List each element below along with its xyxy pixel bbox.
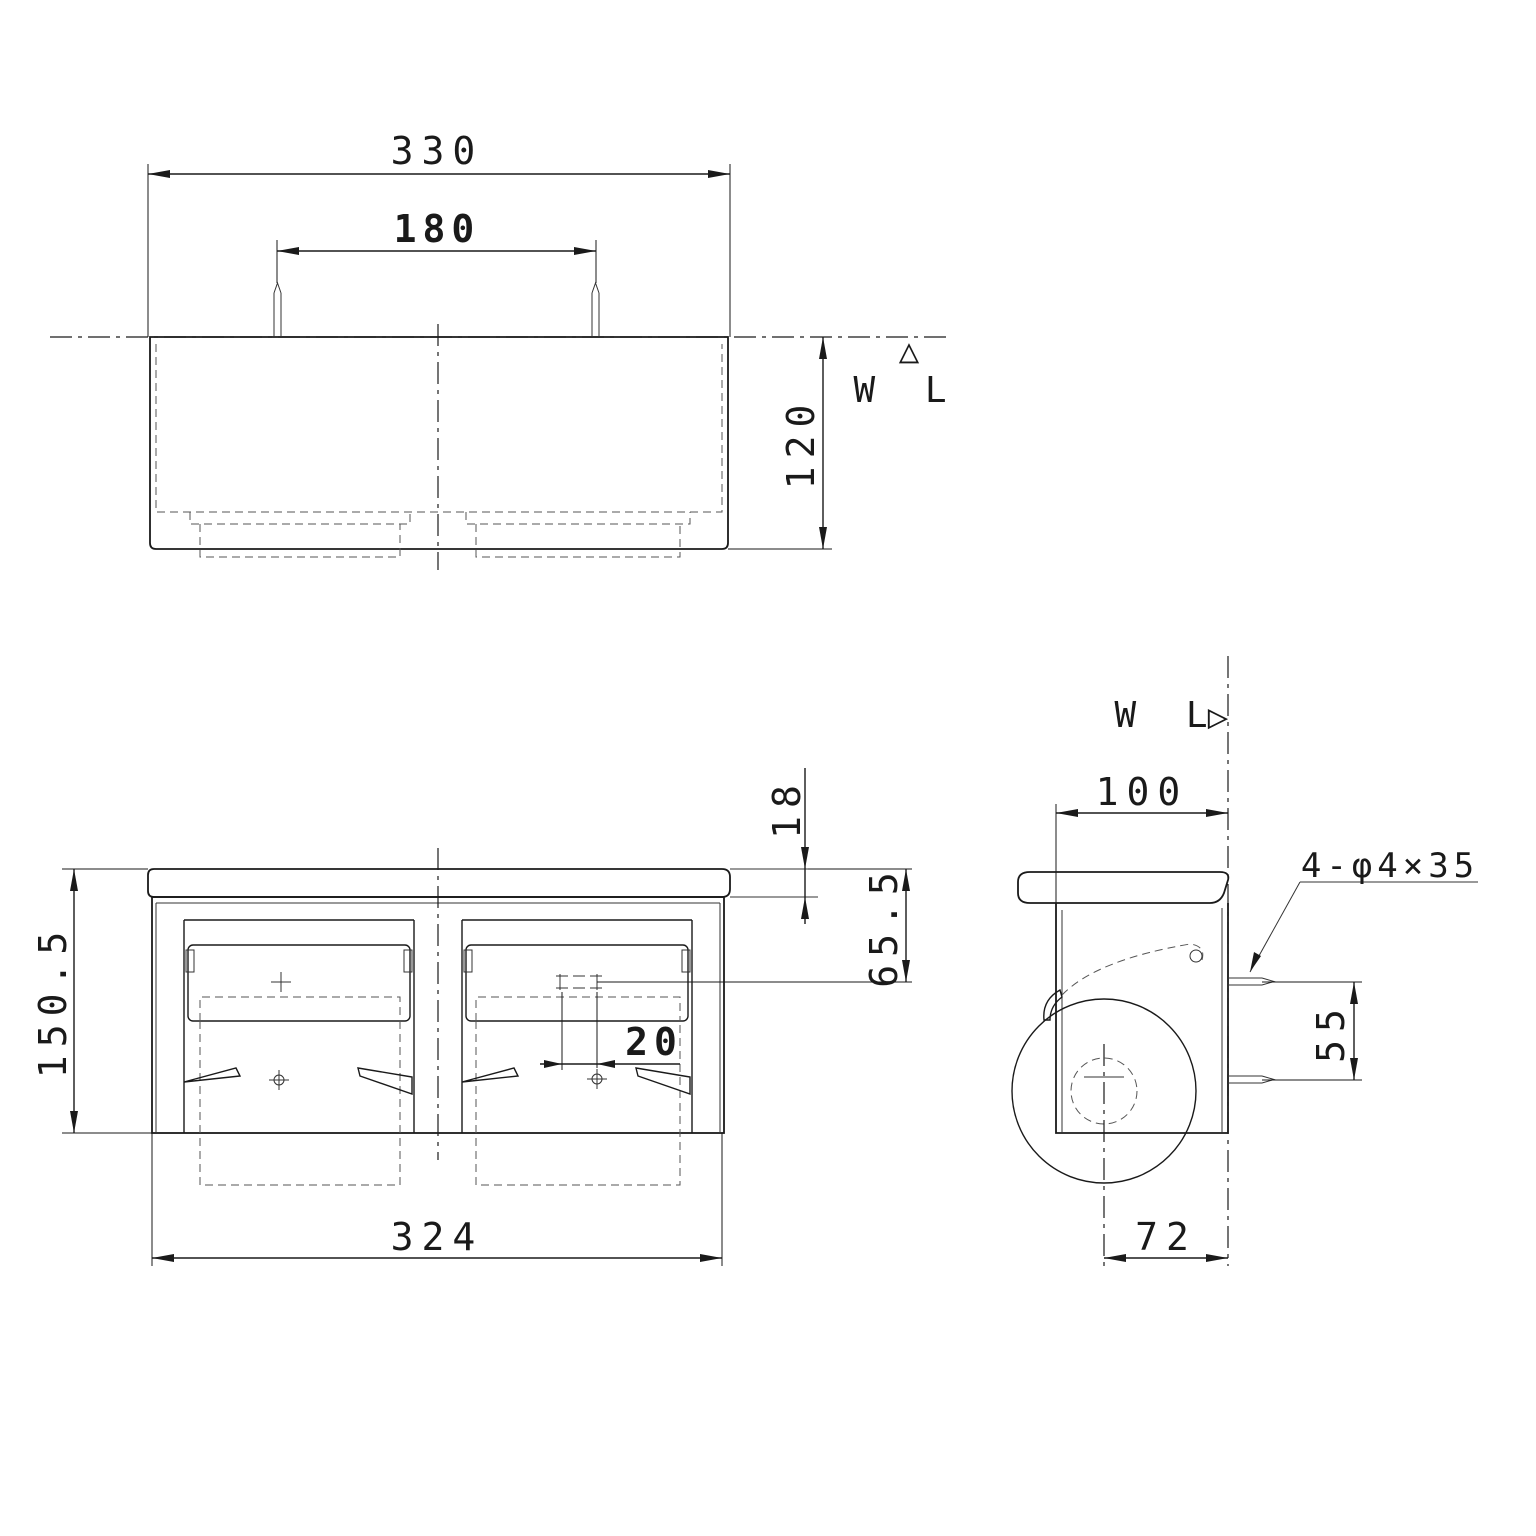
- side-roll-core: [1070, 1057, 1138, 1125]
- top-view-hidden-roll-right: [465, 512, 691, 525]
- dim-shelf-thickness-label: 18: [765, 777, 809, 839]
- front-cover-left: [185, 944, 413, 1022]
- dim-screw-pitch: 55: [1262, 981, 1362, 1081]
- wl-label-top: W L: [853, 370, 960, 411]
- dim-fixing-pitch: 180: [276, 207, 597, 283]
- side-cover-hidden: [1061, 943, 1204, 996]
- dim-top-height: 120: [728, 337, 832, 550]
- dim-depth: 100: [1055, 770, 1228, 903]
- side-paper-roll: [1011, 998, 1197, 1184]
- screw-spec-callout: 4-φ4×35: [1249, 846, 1479, 973]
- front-hidden-roll-left: [199, 1021, 401, 1186]
- dim-mount-offset: 65.5: [808, 864, 912, 988]
- front-arm-4: [635, 1067, 691, 1095]
- front-screw-hole-right: [587, 1069, 607, 1089]
- wl-label-side: W L: [1114, 695, 1221, 736]
- front-cover-right: [463, 944, 691, 1022]
- dim-depth-label: 100: [1096, 770, 1189, 814]
- wl-triangle-right-icon: ▷: [1208, 697, 1229, 737]
- front-shelf: [147, 868, 731, 898]
- top-view-screw-left: [273, 281, 282, 337]
- front-arm-3: [461, 1067, 520, 1083]
- dim-screw-spacing: 20: [540, 992, 683, 1070]
- front-view: 20 18 65.5 150.5: [31, 768, 912, 1266]
- side-body: [1055, 903, 1229, 1134]
- dim-body-width: 324: [151, 1133, 723, 1266]
- top-view-hidden-roll-left: [189, 512, 411, 525]
- front-arm-2: [357, 1067, 413, 1095]
- dim-body-width-label: 324: [391, 1215, 484, 1259]
- front-hidden-roll-right: [475, 1021, 681, 1186]
- top-view: 330 180 120 △ W L: [50, 129, 960, 570]
- wl-marker-side: W L ▷: [1114, 695, 1228, 737]
- top-view-screw-right: [591, 281, 600, 337]
- dim-overall-width: 330: [147, 129, 731, 337]
- front-arm-1: [183, 1067, 242, 1083]
- side-view: W L ▷: [1011, 656, 1479, 1266]
- side-cover-edge: [1043, 988, 1063, 1021]
- top-view-body-outline: [149, 336, 729, 550]
- dim-mount-offset-label: 65.5: [862, 864, 906, 988]
- top-view-hidden-outline: [155, 344, 723, 513]
- dim-axis-offset: 72: [1104, 1215, 1228, 1262]
- dim-top-height-label: 120: [779, 397, 823, 490]
- dim-axis-offset-label: 72: [1135, 1215, 1197, 1259]
- screw-spec-label: 4-φ4×35: [1301, 846, 1479, 886]
- dim-overall-height-label: 150.5: [31, 924, 75, 1078]
- side-shelf: [1017, 871, 1230, 904]
- wl-marker-top: △ W L: [853, 331, 960, 411]
- dim-fixing-pitch-label: 180: [394, 207, 481, 251]
- dim-overall-width-label: 330: [391, 129, 484, 173]
- wl-triangle-icon: △: [899, 331, 920, 371]
- dim-overall-height: 150.5: [31, 868, 152, 1134]
- dim-screw-spacing-label: 20: [625, 1020, 683, 1064]
- front-screw-hole-left: [269, 1070, 289, 1090]
- dim-shelf-thickness: 18: [765, 768, 809, 924]
- dim-screw-pitch-label: 55: [1309, 1001, 1353, 1063]
